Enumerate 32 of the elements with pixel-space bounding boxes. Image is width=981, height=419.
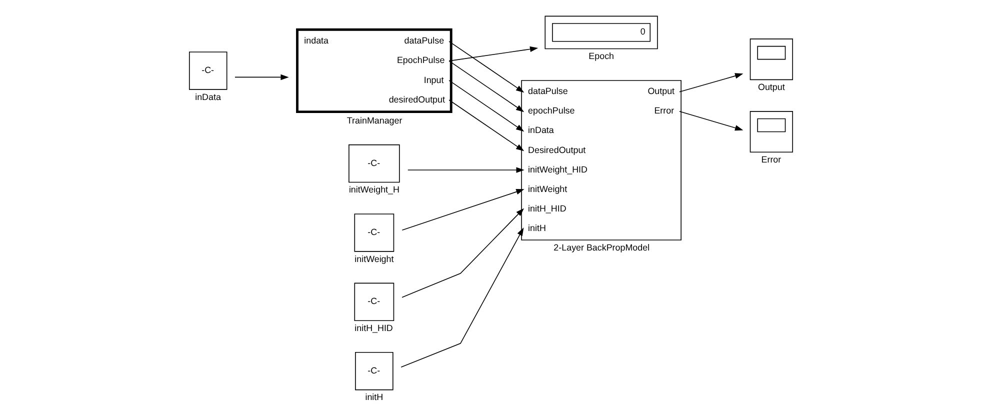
arrow: [400, 228, 524, 368]
arrow: [401, 189, 524, 231]
arrow: [678, 73, 743, 92]
node-box: 0: [544, 16, 658, 50]
node-label: inData: [194, 92, 220, 102]
node-box: -C-: [354, 352, 393, 390]
node-box: -C-: [188, 52, 227, 90]
node-label: initWeight_H: [348, 184, 399, 195]
arrow: [678, 111, 743, 131]
node-box: dataPulse Output epochPulse Error inData DesiredOutput initWeight_HID initWeight initH_HID initH: [520, 80, 681, 240]
node-label: Output: [758, 82, 784, 92]
node-box: [749, 38, 793, 80]
arrow: [448, 41, 524, 93]
arrow: [448, 60, 524, 112]
node-label: initH: [364, 392, 383, 402]
arrow: [448, 46, 538, 62]
arrow: [234, 74, 288, 80]
node-label: Error: [760, 154, 781, 165]
arrow: [401, 208, 524, 298]
arrow: [406, 167, 524, 173]
node-label: initH_HID: [354, 323, 392, 334]
node-box: [749, 111, 793, 153]
node-label: Epoch: [588, 51, 614, 62]
node-label: 2-Layer BackPropModel: [553, 242, 650, 252]
node-box: -C-: [348, 144, 400, 183]
node-label: initWeight: [354, 254, 394, 264]
arrow: [448, 100, 524, 152]
node-box: -C-: [354, 214, 394, 252]
node-box: -C-: [354, 282, 394, 322]
arrow: [448, 80, 524, 132]
node-box: indata dataPulse EpochPulse Input desiredOutput: [296, 28, 452, 114]
node-label: TrainManager: [346, 115, 402, 126]
